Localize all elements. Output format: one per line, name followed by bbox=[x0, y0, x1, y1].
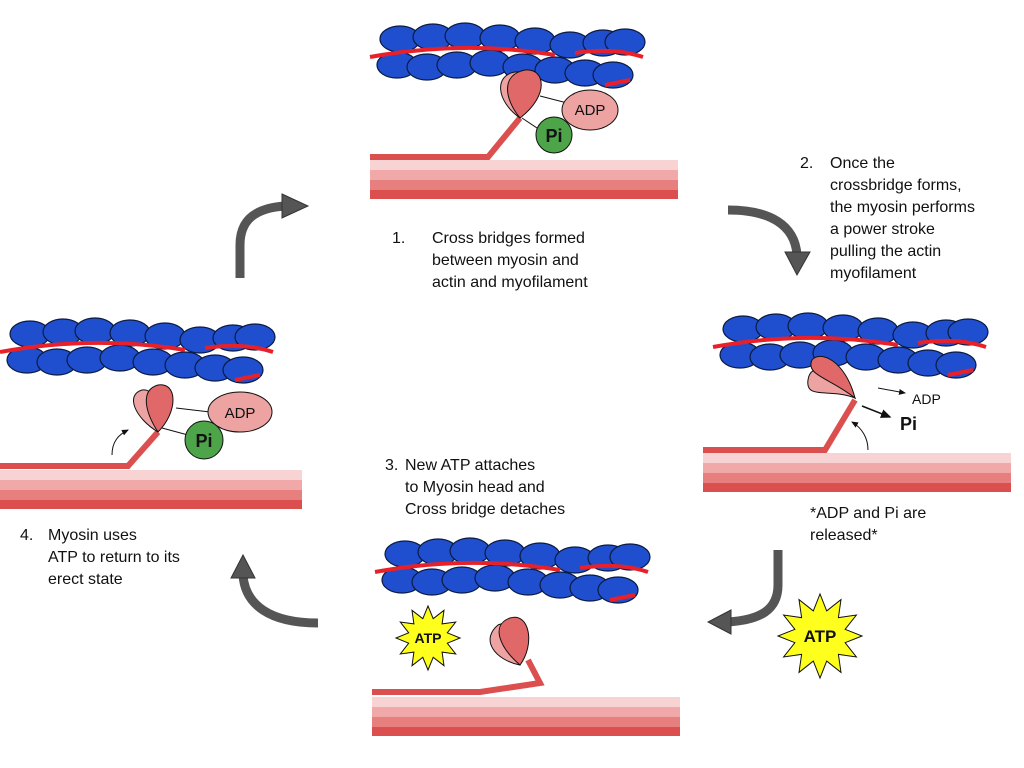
arrow-4-to-1 bbox=[235, 201, 286, 278]
myosin-head bbox=[507, 69, 542, 119]
adp-molecule bbox=[561, 89, 619, 131]
arrowhead bbox=[230, 553, 256, 579]
myosin-thick-filament bbox=[372, 697, 680, 736]
atp-starburst bbox=[394, 604, 462, 672]
atp-label: ATP bbox=[415, 630, 442, 646]
released-pi-label: Pi bbox=[900, 414, 917, 434]
actin-filament bbox=[0, 316, 277, 385]
pi-molecule bbox=[184, 420, 224, 460]
step-4-number: 4. bbox=[20, 527, 34, 544]
step-1-number: 1. bbox=[392, 230, 406, 247]
adp-label: ADP bbox=[225, 405, 256, 422]
pi-label: Pi bbox=[545, 126, 562, 146]
released-adp-label: ADP bbox=[912, 391, 941, 407]
step-1-caption: Cross bridges formed between myosin and … bbox=[432, 230, 588, 291]
adp-molecule bbox=[207, 391, 273, 433]
arrow-2-to-3 bbox=[727, 550, 783, 627]
myosin-thick-filament bbox=[0, 470, 302, 509]
step-3-caption: New ATP attaches to Myosin head and Cros… bbox=[405, 457, 566, 518]
panel-2-power-stroke: ADP Pi bbox=[703, 311, 1011, 492]
arrowhead bbox=[281, 193, 310, 219]
arrowhead bbox=[706, 609, 732, 635]
myosin-head bbox=[810, 355, 856, 400]
atp-starburst bbox=[776, 592, 864, 680]
pi-molecule bbox=[535, 116, 573, 154]
release-note: *ADP and Pi are released* bbox=[810, 505, 927, 544]
actin-filament bbox=[373, 536, 652, 605]
panel-1-attached: ADP Pi bbox=[368, 21, 678, 199]
myosin-head bbox=[145, 384, 174, 433]
free-atp-label: ATP bbox=[804, 627, 837, 646]
pi-label: Pi bbox=[195, 431, 212, 451]
arrow-1-to-2 bbox=[727, 205, 802, 256]
actin-filament bbox=[711, 311, 990, 380]
step-2-number: 2. bbox=[800, 155, 814, 172]
myosin-thick-filament bbox=[370, 160, 678, 199]
panel-3-detached: ATP bbox=[372, 536, 680, 736]
myosin-head bbox=[498, 616, 530, 666]
cycle-arrows bbox=[235, 201, 802, 628]
step-3-number: 3. bbox=[385, 457, 399, 474]
arrowhead bbox=[784, 251, 811, 277]
step-4-caption: Myosin uses ATP to return to its erect s… bbox=[48, 527, 180, 588]
arrow-3-to-4 bbox=[238, 574, 319, 628]
adp-label: ADP bbox=[575, 102, 606, 119]
panel-4-recock: ADP Pi bbox=[0, 316, 302, 509]
step-2-caption: Once the crossbridge forms, the myosin p… bbox=[830, 155, 975, 282]
myosin-thick-filament bbox=[703, 453, 1011, 492]
